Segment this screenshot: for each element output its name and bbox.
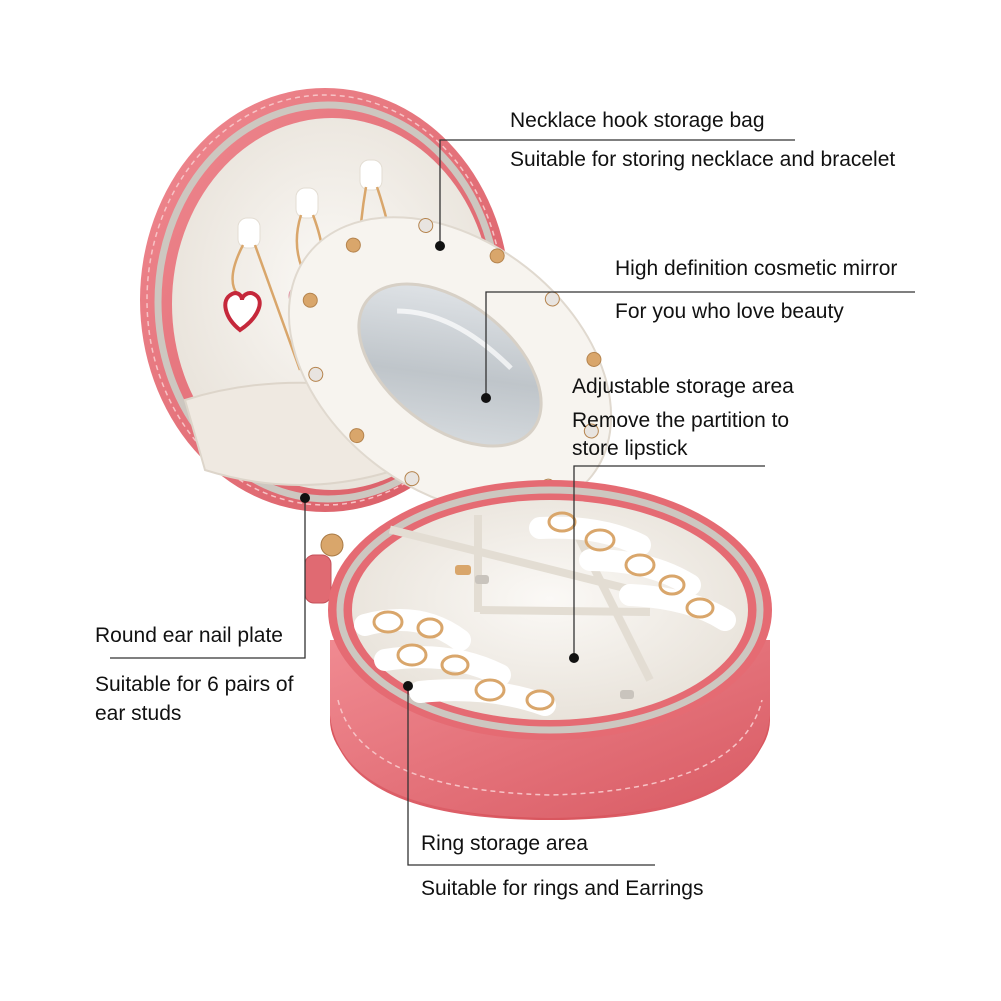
ear-stud bbox=[345, 237, 361, 253]
ear-stud bbox=[489, 248, 505, 264]
callout-ear-plate-title: Round ear nail plate bbox=[95, 624, 283, 647]
mirror-glare bbox=[397, 308, 513, 370]
ring-roll bbox=[354, 609, 471, 651]
base-zipper bbox=[336, 486, 764, 734]
callout-ring-detail: Suitable for rings and Earrings bbox=[421, 877, 704, 900]
callout-ring-title: Ring storage area bbox=[421, 832, 588, 855]
ear-stud bbox=[586, 351, 602, 367]
callout-mirror-detail: For you who love beauty bbox=[615, 300, 844, 323]
ear-stud-plate bbox=[287, 216, 613, 514]
partition-wall bbox=[566, 518, 654, 682]
marker-dot-ring bbox=[403, 681, 413, 691]
marker-dot-mirror bbox=[481, 393, 491, 403]
ring bbox=[624, 553, 656, 577]
heart-pendant bbox=[223, 291, 262, 333]
earring bbox=[475, 575, 489, 584]
necklace-hook bbox=[295, 187, 319, 219]
ear-stud bbox=[349, 428, 365, 444]
ring bbox=[396, 643, 428, 667]
leader-ring bbox=[407, 686, 655, 866]
ring bbox=[584, 528, 616, 552]
marker-dot-adjustable bbox=[569, 653, 579, 663]
callout-adjustable-title: Adjustable storage area bbox=[572, 375, 794, 398]
zipper-slider bbox=[320, 533, 344, 557]
earring bbox=[455, 565, 471, 575]
ring bbox=[440, 654, 470, 676]
ring bbox=[372, 610, 404, 634]
necklace-hook bbox=[359, 159, 383, 191]
callout-necklace-detail: Suitable for storing necklace and bracel… bbox=[510, 148, 896, 171]
callout-mirror-title: High definition cosmetic mirror bbox=[615, 257, 898, 280]
earring bbox=[620, 690, 634, 699]
leader-necklace bbox=[439, 139, 795, 246]
leader-mirror bbox=[485, 291, 915, 398]
leader-ear-plate bbox=[110, 498, 306, 659]
ear-stud bbox=[308, 366, 324, 382]
ear-stud bbox=[544, 291, 560, 307]
ring bbox=[416, 617, 444, 639]
callout-adjustable-detail: Remove the partition to store lipstick bbox=[572, 409, 790, 460]
ring bbox=[685, 597, 715, 619]
leader-adjustable bbox=[573, 465, 765, 658]
necklace-hook bbox=[237, 217, 261, 249]
ear-stud bbox=[583, 423, 599, 439]
ring-roll bbox=[619, 584, 736, 631]
ear-stud bbox=[404, 471, 420, 487]
plate-mirror bbox=[357, 282, 543, 448]
ring bbox=[547, 511, 577, 533]
marker-dot-necklace bbox=[435, 241, 445, 251]
ear-stud bbox=[302, 292, 318, 308]
ring bbox=[474, 678, 506, 702]
partition-wall bbox=[479, 606, 651, 616]
leader-lines bbox=[110, 139, 915, 866]
ring bbox=[525, 689, 555, 711]
ring-roll bbox=[409, 679, 556, 716]
marker-dots bbox=[300, 241, 579, 691]
marker-dot-ear-plate bbox=[300, 493, 310, 503]
ear-stud bbox=[418, 217, 434, 233]
ring bbox=[658, 574, 686, 596]
base-stitching bbox=[337, 699, 763, 796]
callout-ear-plate-detail: Suitable for 6 pairs of ear studs bbox=[95, 673, 294, 725]
callout-necklace-title: Necklace hook storage bag bbox=[510, 109, 765, 132]
base bbox=[328, 480, 772, 820]
zipper-pull bbox=[304, 554, 332, 604]
